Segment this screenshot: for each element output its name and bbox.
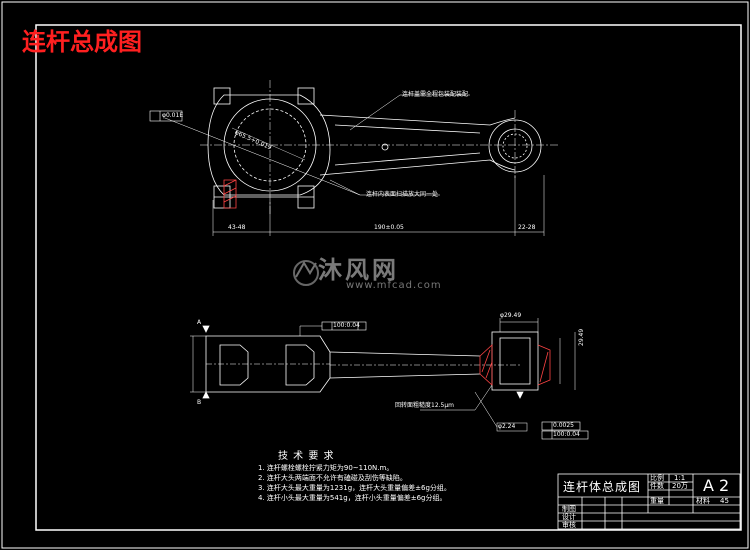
datum-a-label: A [197,319,202,326]
leader-note-bore: 连杆内表面扫描放大同一处 [366,191,439,198]
page-title: 连杆总成图 [22,28,142,56]
watermark-logo-icon [293,260,319,286]
perpendicularity-tolerance: 100:0.04 [553,431,580,438]
watermark-text: 沐风网 [318,256,399,284]
leader-note-roughness: 回转面粗糙度12.5μm [395,402,455,409]
watermark-url: www.mfcad.com [346,280,442,291]
tech-requirement-item: 2. 连杆大头两端面不允许有磕碰及刮伤等缺陷。 [258,474,407,482]
tech-requirement-item: 1. 连杆螺栓螺栓拧紧力矩为90~110N.m。 [258,464,394,472]
material-label: 材料 [696,497,710,505]
position-tolerance: φ0.01E [162,112,184,119]
bottom-diameter: φ2.24 [498,423,516,430]
sheet-size: A 2 [703,476,730,495]
sheet-value: 20万 [672,482,688,490]
weight-label: 重量 [650,497,664,505]
dim-center-distance: 190±0.05 [374,224,404,231]
side-view [190,318,589,440]
datum-b-label: B [197,399,202,406]
title-block [557,473,741,530]
tech-requirement-item: 3. 连杆大头最大重量为1231g，连杆大头重量偏差±6g分组。 [258,484,451,492]
material-value: 45 [720,497,729,505]
tech-requirement-item: 4. 连杆小头最大重量为541g，连杆小头重量偏差±6g分组。 [258,494,447,502]
sheet-label: 件数 [650,482,664,490]
dim-left-offset: 43-48 [228,224,246,231]
row-draw: 制图 [562,505,576,513]
inner-frame [35,24,742,531]
front-view [149,80,560,236]
small-end-height: 29.49 [578,328,585,346]
flatness-tolerance: 0.0025 [553,422,574,429]
scale-label: 比例 [650,474,664,482]
scale-value: 1:1 [674,474,686,482]
small-end-width: φ29.49 [500,312,522,319]
drawing-name: 连杆体总成图 [563,480,642,494]
row-check: 审核 [562,521,576,529]
dim-right-offset: 22-28 [518,224,536,231]
tech-requirements-title: 技 术 要 求 [278,451,335,462]
parallel-tolerance: 100:0.04 [333,322,360,329]
leader-note-cap: 连杆盖需全程包装配装配 [402,91,469,98]
row-design: 设计 [562,513,576,521]
